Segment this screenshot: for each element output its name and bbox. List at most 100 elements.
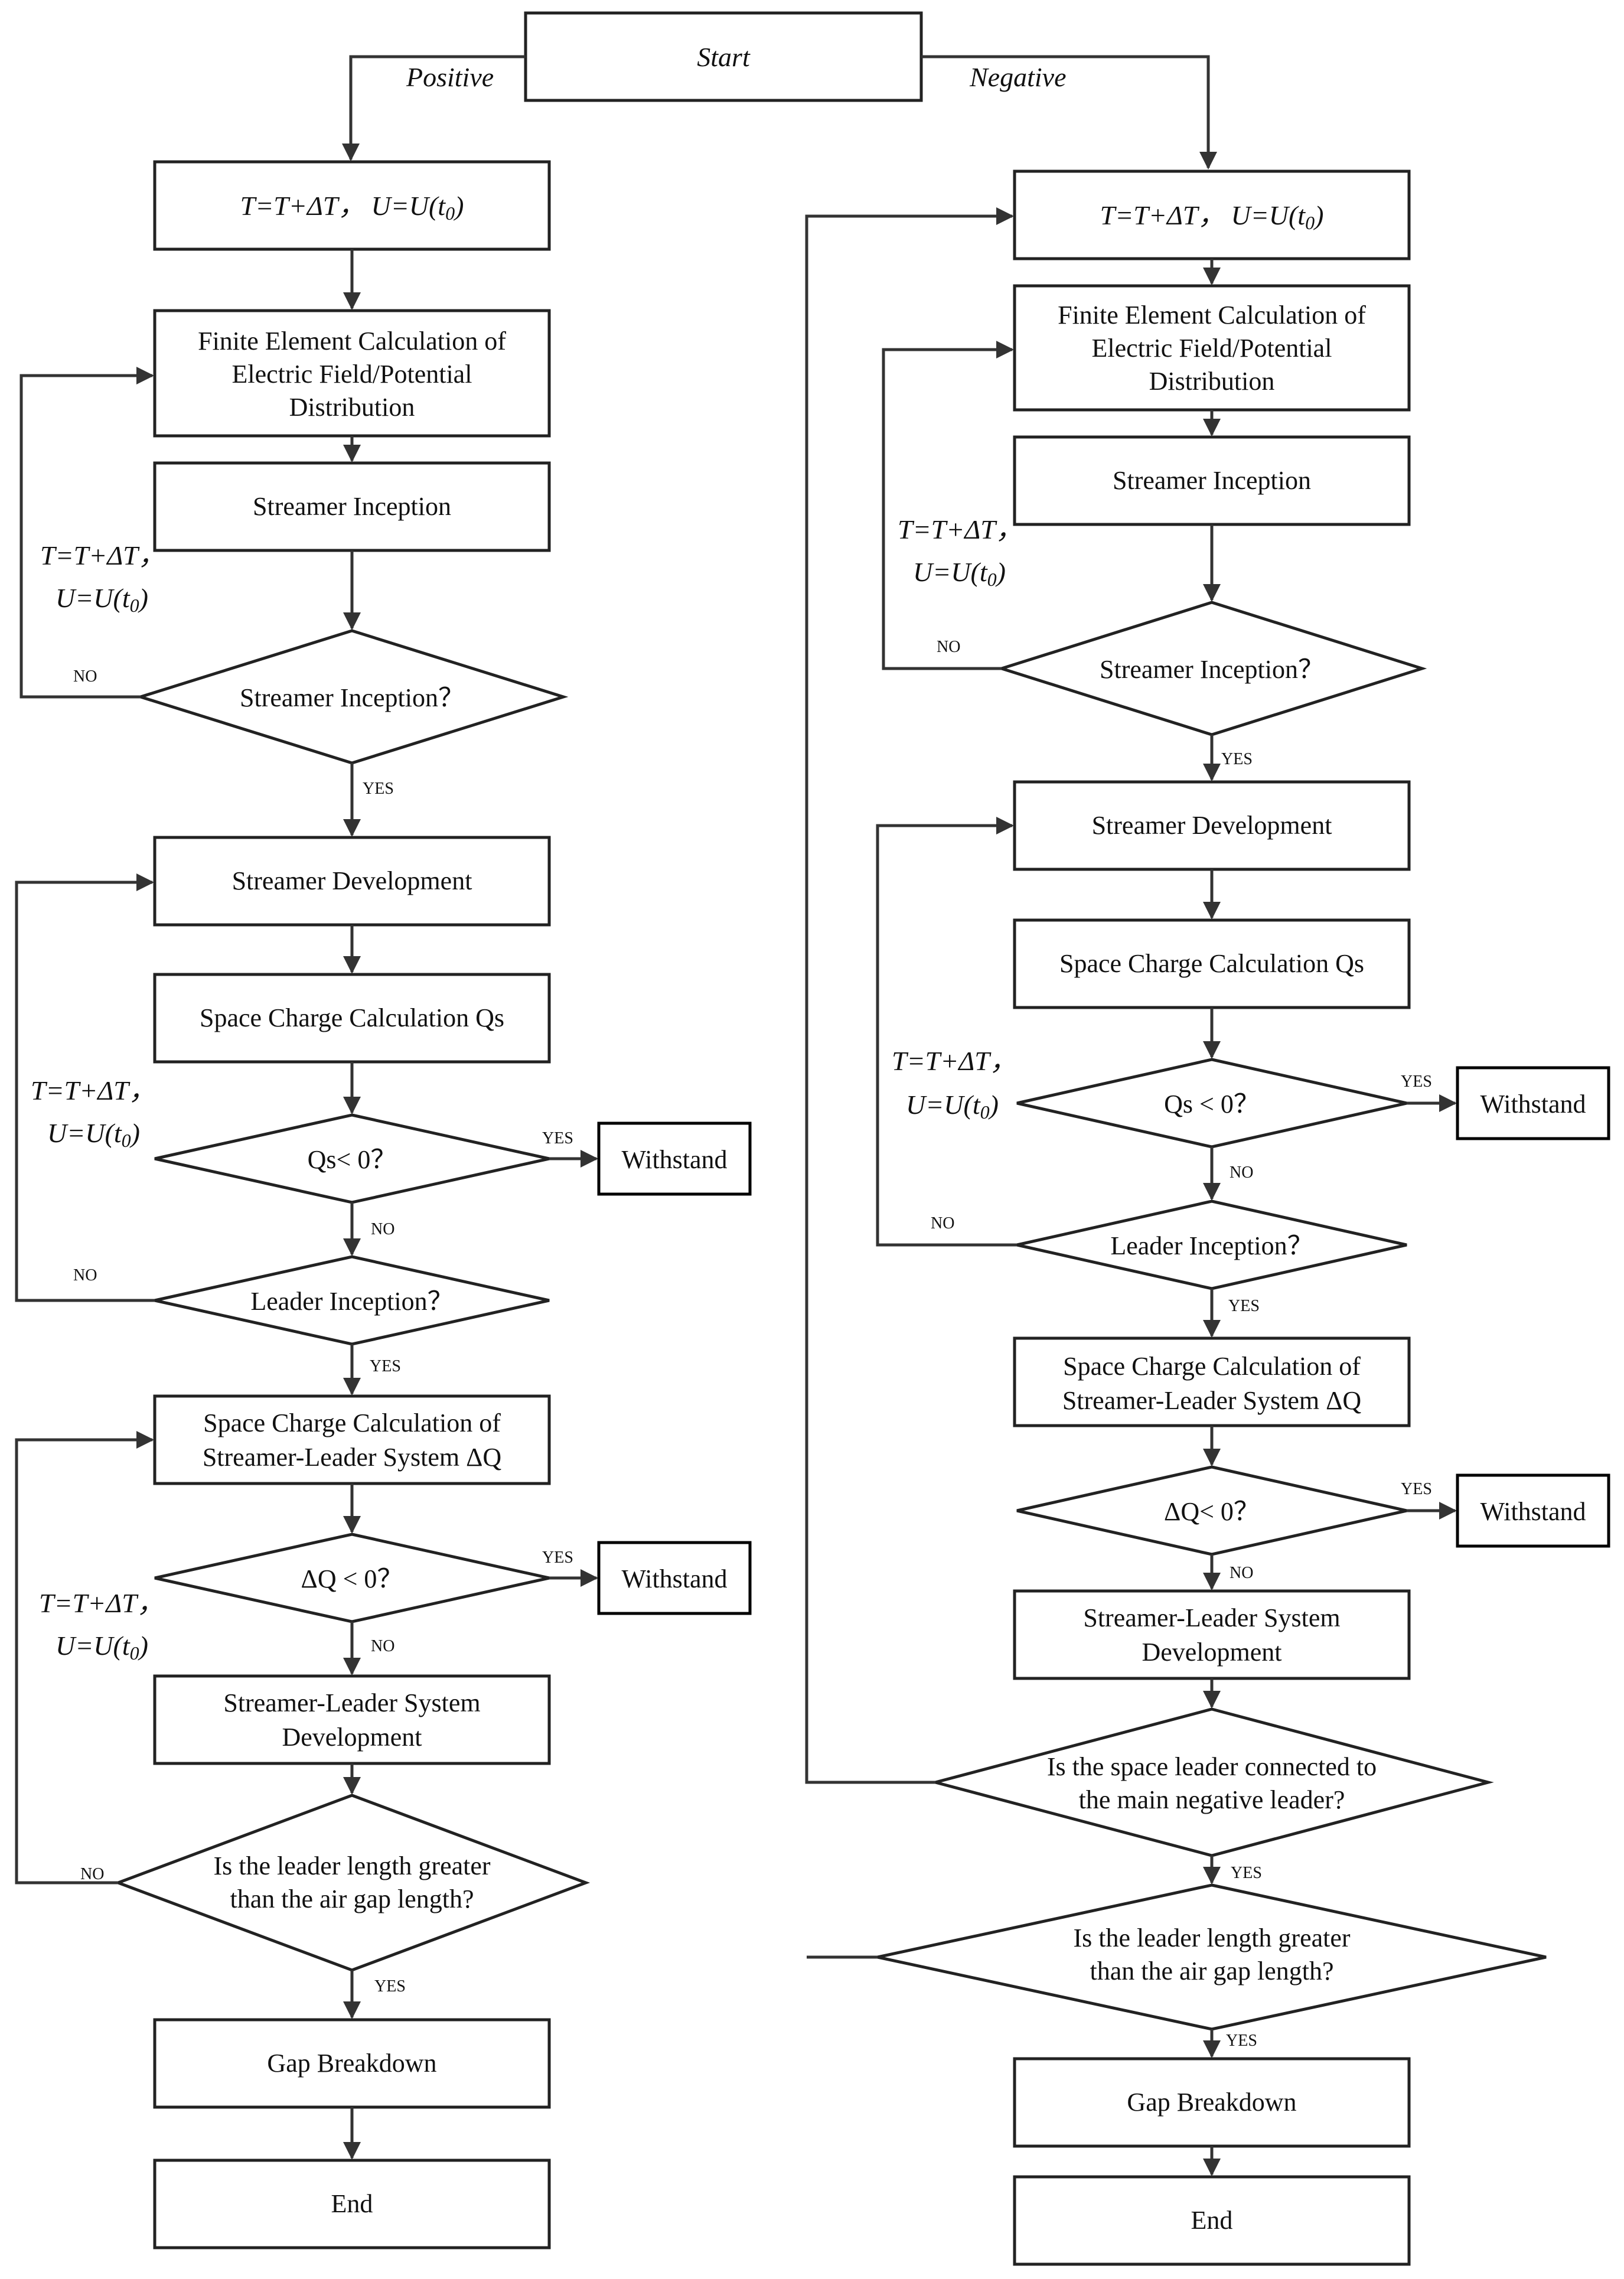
left-sc-system-line-1: Space Charge Calculation of xyxy=(203,1409,501,1437)
left-dq-decision: ΔQ < 0？ xyxy=(154,1533,550,1623)
right-leader-inception-decision: Leader Inception？ xyxy=(1016,1199,1407,1290)
left-gap-breakdown-label: Gap Breakdown xyxy=(267,2049,436,2078)
right-connected-decision: Is the space leader connected to the mai… xyxy=(930,1707,1494,1857)
right-streamer-inception-question: Streamer Inception？ xyxy=(1100,655,1324,684)
left-withstand-label-2: Withstand xyxy=(621,1564,727,1593)
left-leader-inception-decision: Leader Inception？ xyxy=(154,1255,550,1346)
right-time-step-formula: T=T+ΔT，U=U(t0) xyxy=(1100,200,1324,233)
right-length-decision: Is the leader length greater than the ai… xyxy=(877,1883,1547,2031)
left-fem-line-2: Electric Field/Potential xyxy=(232,360,472,389)
right-withstand-label-2: Withstand xyxy=(1480,1497,1586,1526)
right-no-label-1: NO xyxy=(937,638,960,656)
left-loop-2-voltage: U=U(t0) xyxy=(47,1118,140,1151)
right-dq-question: ΔQ< 0？ xyxy=(1164,1497,1260,1526)
right-gap-breakdown-label: Gap Breakdown xyxy=(1127,2088,1296,2117)
left-withstand-label-1: Withstand xyxy=(621,1145,727,1174)
right-loop-3 xyxy=(805,207,1014,1784)
left-yes-label-2: YES xyxy=(542,1129,573,1147)
right-sl-dev-box: Streamer-Leader System Development xyxy=(1013,1589,1411,1680)
left-sc-system-line-2: Streamer-Leader System ΔQ xyxy=(203,1443,502,1472)
right-yes-label-5: YES xyxy=(1231,1864,1262,1882)
left-no-label-1: NO xyxy=(73,667,97,686)
left-space-charge-box: Space Charge Calculation Qs xyxy=(153,973,551,1064)
negative-branch-connector xyxy=(921,55,1217,169)
left-qs-question: Qs< 0？ xyxy=(308,1145,397,1174)
left-streamer-inception-decision: Streamer Inception？ xyxy=(135,629,569,765)
left-end-box: End xyxy=(153,2159,551,2249)
right-leader-inception-question: Leader Inception？ xyxy=(1110,1231,1313,1260)
left-space-charge-label: Space Charge Calculation Qs xyxy=(200,1003,504,1032)
left-loop-1-time-step: T=T+ΔT， xyxy=(40,540,165,570)
right-yes-label-4: YES xyxy=(1401,1480,1432,1498)
right-sc-system-box: Space Charge Calculation of Streamer-Lea… xyxy=(1013,1336,1411,1427)
left-sc-system-box: Space Charge Calculation of Streamer-Lea… xyxy=(153,1394,551,1485)
right-yes-label-6: YES xyxy=(1226,2032,1257,2050)
right-yes-label-3: YES xyxy=(1228,1297,1260,1315)
right-streamer-inception-decision: Streamer Inception？ xyxy=(996,601,1427,736)
right-yes-label-1: YES xyxy=(1221,750,1253,768)
left-loop-1 xyxy=(19,367,154,699)
left-no-label-5: NO xyxy=(80,1865,104,1883)
left-time-step-formula: T=T+ΔT，U=U(t0) xyxy=(240,191,464,224)
left-yes-label-4: YES xyxy=(542,1548,573,1567)
right-gap-breakdown-box: Gap Breakdown xyxy=(1013,2057,1411,2148)
left-streamer-inception-label: Streamer Inception xyxy=(253,492,451,521)
positive-branch-label: Positive xyxy=(406,62,494,92)
right-no-label-4: NO xyxy=(1230,1564,1253,1582)
right-sl-dev-line-1: Streamer-Leader System xyxy=(1083,1603,1340,1632)
left-fem-line-3: Distribution xyxy=(289,393,415,422)
right-streamer-development-label: Streamer Development xyxy=(1092,811,1332,840)
right-dq-decision: ΔQ< 0？ xyxy=(1016,1465,1407,1556)
left-qs-decision: Qs< 0？ xyxy=(154,1113,550,1204)
left-streamer-inception-box: Streamer Inception xyxy=(153,461,551,552)
right-length-question-line-1: Is the leader length greater xyxy=(1073,1923,1350,1952)
right-time-step-box: T=T+ΔT，U=U(t0) xyxy=(1013,169,1411,260)
left-fem-box: Finite Element Calculation of Electric F… xyxy=(153,309,551,438)
left-time-step-box: T=T+ΔT，U=U(t0) xyxy=(153,160,551,251)
left-streamer-inception-question: Streamer Inception？ xyxy=(240,683,464,712)
left-length-question-line-2: than the air gap length? xyxy=(230,1885,474,1913)
start-label: Start xyxy=(697,42,751,72)
left-withstand-box-1: Withstand xyxy=(597,1121,752,1196)
left-leader-inception-question: Leader Inception？ xyxy=(250,1287,453,1316)
left-loop-3-time-step: T=T+ΔT， xyxy=(39,1588,164,1618)
right-space-charge-box: Space Charge Calculation Qs xyxy=(1013,918,1411,1009)
positive-branch-connector xyxy=(342,55,526,161)
right-space-charge-label: Space Charge Calculation Qs xyxy=(1059,949,1364,978)
right-end-label: End xyxy=(1191,2206,1233,2235)
right-no-label-3: NO xyxy=(931,1214,954,1233)
right-no-label-2: NO xyxy=(1230,1163,1253,1182)
left-fem-line-1: Finite Element Calculation of xyxy=(198,327,506,356)
left-yes-label-3: YES xyxy=(370,1357,401,1375)
left-gap-breakdown-box: Gap Breakdown xyxy=(153,2018,551,2109)
left-loop-3 xyxy=(15,1431,154,1885)
left-length-question-line-1: Is the leader length greater xyxy=(213,1851,490,1880)
left-end-label: End xyxy=(331,2189,373,2218)
right-loop-2 xyxy=(876,817,1017,1247)
negative-branch-label: Negative xyxy=(969,62,1067,92)
left-loop-2-time-step: T=T+ΔT， xyxy=(31,1075,156,1106)
left-sl-dev-line-1: Streamer-Leader System xyxy=(223,1688,480,1717)
right-withstand-box-2: Withstand xyxy=(1456,1473,1610,1548)
left-loop-1-voltage: U=U(t0) xyxy=(56,583,148,616)
left-yes-label-5: YES xyxy=(374,1977,406,1996)
left-length-decision: Is the leader length greater than the ai… xyxy=(113,1794,591,1972)
left-withstand-box-2: Withstand xyxy=(597,1541,752,1615)
right-fem-line-2: Electric Field/Potential xyxy=(1092,334,1332,363)
left-streamer-development-label: Streamer Development xyxy=(232,866,472,895)
right-connected-question-line-1: Is the space leader connected to xyxy=(1047,1752,1377,1781)
right-streamer-inception-label: Streamer Inception xyxy=(1113,466,1311,495)
right-connected-question-line-2: the main negative leader? xyxy=(1079,1785,1345,1814)
right-withstand-label-1: Withstand xyxy=(1480,1090,1586,1119)
left-no-label-2: NO xyxy=(371,1220,394,1238)
left-loop-2 xyxy=(15,873,155,1302)
left-sl-dev-line-2: Development xyxy=(282,1723,422,1752)
right-loop-1 xyxy=(882,341,1014,670)
right-withstand-box-1: Withstand xyxy=(1456,1066,1610,1140)
left-loop-3-voltage: U=U(t0) xyxy=(56,1631,148,1664)
right-loop-2-time-step: T=T+ΔT， xyxy=(892,1046,1017,1076)
right-qs-question: Qs < 0？ xyxy=(1164,1090,1260,1119)
right-qs-decision: Qs < 0？ xyxy=(1016,1058,1407,1149)
left-no-label-3: NO xyxy=(73,1266,97,1284)
